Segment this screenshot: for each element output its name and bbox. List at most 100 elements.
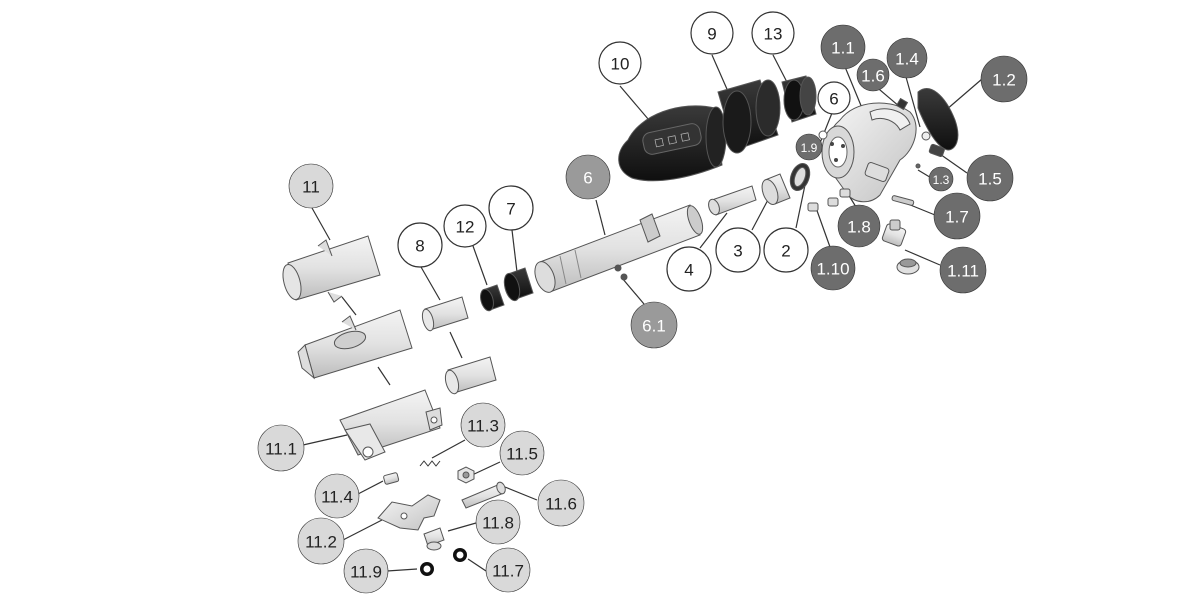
callout-circle xyxy=(537,479,585,527)
pin-4-part xyxy=(708,185,757,216)
oring-11-9-part xyxy=(420,562,434,576)
callout-circle xyxy=(933,192,981,240)
callout-label: 9 xyxy=(707,25,716,44)
callout-label: 11 xyxy=(302,178,320,197)
ring-12-part xyxy=(480,284,505,312)
leader-8 xyxy=(420,266,441,301)
callout-1-10: 1.10 xyxy=(810,245,856,291)
callout-1-2: 1.2 xyxy=(980,55,1028,103)
cylinder-6-part xyxy=(534,204,704,293)
callout-1-7: 1.7 xyxy=(933,192,981,240)
ring-7-part xyxy=(503,267,534,302)
callout-label: 6.1 xyxy=(642,317,666,336)
callout-circle xyxy=(314,473,360,519)
guide-line-a xyxy=(341,296,357,316)
callout-8: 8 xyxy=(397,222,443,268)
leader-12 xyxy=(472,245,488,286)
bushing-3-part xyxy=(761,173,791,205)
callout-3: 3 xyxy=(715,227,761,273)
callout-circle xyxy=(795,133,823,161)
leader-11-3 xyxy=(431,439,466,459)
callout-6-top: 6 xyxy=(817,81,851,115)
callout-circle xyxy=(817,81,851,115)
callout-circle xyxy=(715,227,761,273)
callout-circle xyxy=(763,227,809,273)
handle-housing-part xyxy=(821,102,917,203)
leader-11-1 xyxy=(302,434,348,446)
callout-label: 7 xyxy=(506,200,515,219)
rubber-boot-part: ◻ ◻ ◻ xyxy=(618,105,727,182)
callout-circle xyxy=(343,548,389,594)
leader-11-7 xyxy=(467,558,487,572)
callout-label: 6 xyxy=(583,169,592,188)
callout-label: 11.9 xyxy=(350,563,382,582)
callout-11: 11 xyxy=(288,163,334,209)
callout-11-2: 11.2 xyxy=(297,517,345,565)
balls-6-1-part xyxy=(614,264,628,281)
callout-circle xyxy=(288,163,334,209)
callout-circle xyxy=(488,185,534,231)
callout-circle xyxy=(565,154,611,200)
callout-label: 11.1 xyxy=(265,440,297,459)
callout-label: 11.7 xyxy=(492,562,524,581)
callout-11-3: 11.3 xyxy=(460,402,506,448)
callout-4: 4 xyxy=(666,246,712,292)
leader-11-9 xyxy=(386,568,418,572)
callout-7: 7 xyxy=(488,185,534,231)
callout-10: 10 xyxy=(598,41,642,85)
callout-circle xyxy=(856,58,890,92)
callout-6-1: 6.1 xyxy=(630,301,678,349)
callout-1-11: 1.11 xyxy=(939,246,987,294)
callout-label: 1.2 xyxy=(992,71,1016,90)
callout-circle xyxy=(460,402,506,448)
callout-1-3: 1.3 xyxy=(928,166,954,192)
leader-7 xyxy=(511,229,518,273)
callout-11-4: 11.4 xyxy=(314,473,360,519)
callout-circle xyxy=(820,24,866,70)
parts: ◻ ◻ ◻ xyxy=(282,75,959,576)
housing-small-parts xyxy=(807,97,945,212)
oring-11-7-part xyxy=(453,548,467,562)
callout-2: 2 xyxy=(763,227,809,273)
callout-11-7: 11.7 xyxy=(485,547,531,593)
callout-label: 1.8 xyxy=(847,218,871,237)
spring-11-3-part xyxy=(419,460,441,467)
callout-11-9: 11.9 xyxy=(343,548,389,594)
callout-11-1: 11.1 xyxy=(257,424,305,472)
callout-label: 11.4 xyxy=(321,488,353,507)
callout-circle xyxy=(257,424,305,472)
callout-circle xyxy=(886,37,928,79)
callout-12: 12 xyxy=(443,204,487,248)
callout-label: 2 xyxy=(781,242,790,261)
nozzle-11-part xyxy=(282,235,381,303)
lever-11-2-part xyxy=(377,494,441,531)
guide-line-b xyxy=(377,366,391,386)
callout-label: 11.8 xyxy=(482,514,514,533)
callout-label: 1.11 xyxy=(947,262,979,281)
callout-11-6: 11.6 xyxy=(537,479,585,527)
leader-11-2 xyxy=(342,519,383,541)
callout-circle xyxy=(475,499,521,545)
leader-3 xyxy=(751,195,771,231)
callout-6-mid: 6 xyxy=(565,154,611,200)
callout-label: 1.9 xyxy=(801,141,818,155)
bolt-11-6-part xyxy=(461,481,506,509)
guide-line-c xyxy=(449,331,463,359)
callout-circle xyxy=(666,246,712,292)
callout-label: 11.5 xyxy=(506,445,538,464)
callout-circle xyxy=(690,11,734,55)
callout-label: 11.2 xyxy=(305,533,337,552)
leader-4 xyxy=(699,212,728,249)
callout-label: 4 xyxy=(684,261,693,280)
callout-11-5: 11.5 xyxy=(499,430,545,476)
callout-circle xyxy=(397,222,443,268)
callout-circle xyxy=(837,204,881,248)
callout-circle xyxy=(928,166,954,192)
callout-label: 1.6 xyxy=(861,67,885,86)
callout-1-4: 1.4 xyxy=(886,37,928,79)
callout-13: 13 xyxy=(751,11,795,55)
callout-1-8: 1.8 xyxy=(837,204,881,248)
leader-11-6 xyxy=(504,486,538,501)
